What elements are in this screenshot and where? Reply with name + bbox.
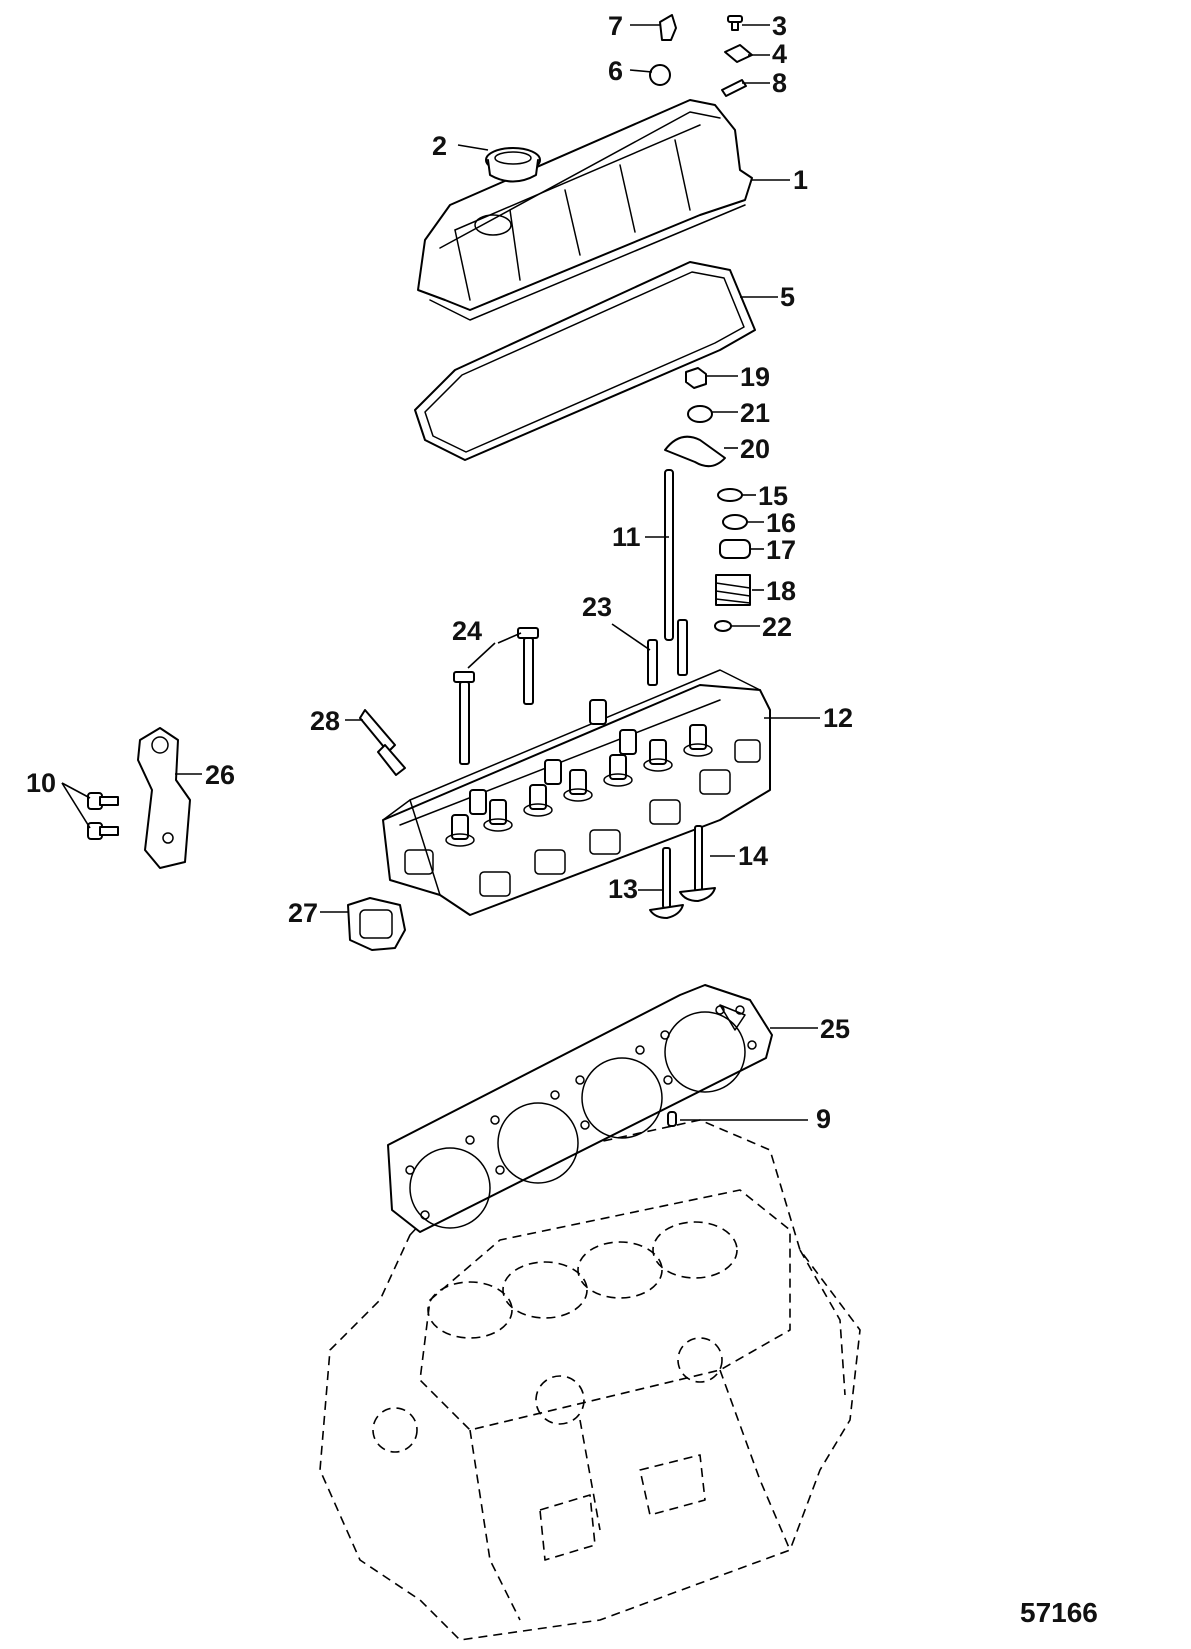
bracket-bolts xyxy=(87,792,119,840)
engine-block-phantom xyxy=(319,1119,861,1641)
leader-lines xyxy=(61,24,820,1121)
cylinder-head xyxy=(382,619,771,916)
lifting-bracket xyxy=(137,727,191,869)
callout-14: 14 xyxy=(738,841,768,871)
rocker-parts xyxy=(664,367,726,468)
valves xyxy=(649,825,716,919)
valve-cover-gasket xyxy=(414,261,756,461)
valve-spring-parts xyxy=(714,488,751,632)
valve-springs-installed xyxy=(451,699,707,840)
oil-filler-cap xyxy=(485,147,541,183)
callout-28: 28 xyxy=(310,706,340,736)
figure-number: 57166 xyxy=(1020,1597,1098,1628)
callout-8: 8 xyxy=(772,68,787,98)
callout-18: 18 xyxy=(766,576,796,606)
head-bolts xyxy=(453,627,539,765)
callout-4: 4 xyxy=(772,39,787,69)
exhaust-gasket xyxy=(347,897,406,951)
head-ports xyxy=(404,739,761,897)
callout-22: 22 xyxy=(762,612,792,642)
callout-7: 7 xyxy=(608,11,623,41)
callout-25: 25 xyxy=(820,1014,850,1044)
callout-20: 20 xyxy=(740,434,770,464)
temperature-sender xyxy=(359,709,406,776)
callout-17: 17 xyxy=(766,535,796,565)
callout-27: 27 xyxy=(288,898,318,928)
callout-3: 3 xyxy=(772,11,787,41)
callout-2: 2 xyxy=(432,131,447,161)
callout-15: 15 xyxy=(758,481,788,511)
callout-24: 24 xyxy=(452,616,482,646)
callout-12: 12 xyxy=(823,703,853,733)
head-gasket xyxy=(387,984,773,1233)
valve-cover xyxy=(417,99,753,321)
callout-19: 19 xyxy=(740,362,770,392)
pushrod xyxy=(664,469,674,641)
callout-21: 21 xyxy=(740,398,770,428)
callout-16: 16 xyxy=(766,508,796,538)
callout-26: 26 xyxy=(205,760,235,790)
dowel-pin xyxy=(667,1111,677,1127)
callout-5: 5 xyxy=(780,282,795,312)
callout-11: 11 xyxy=(612,522,641,552)
callout-9: 9 xyxy=(816,1104,831,1134)
callout-10: 10 xyxy=(26,768,56,798)
callout-13: 13 xyxy=(608,874,638,904)
callout-23: 23 xyxy=(582,592,612,622)
callout-1: 1 xyxy=(793,165,808,195)
small-parts-top xyxy=(649,14,753,97)
callout-labels: 1 2 3 4 5 6 7 8 9 10 11 12 13 14 15 16 1… xyxy=(26,11,853,1134)
callout-6: 6 xyxy=(608,56,623,86)
